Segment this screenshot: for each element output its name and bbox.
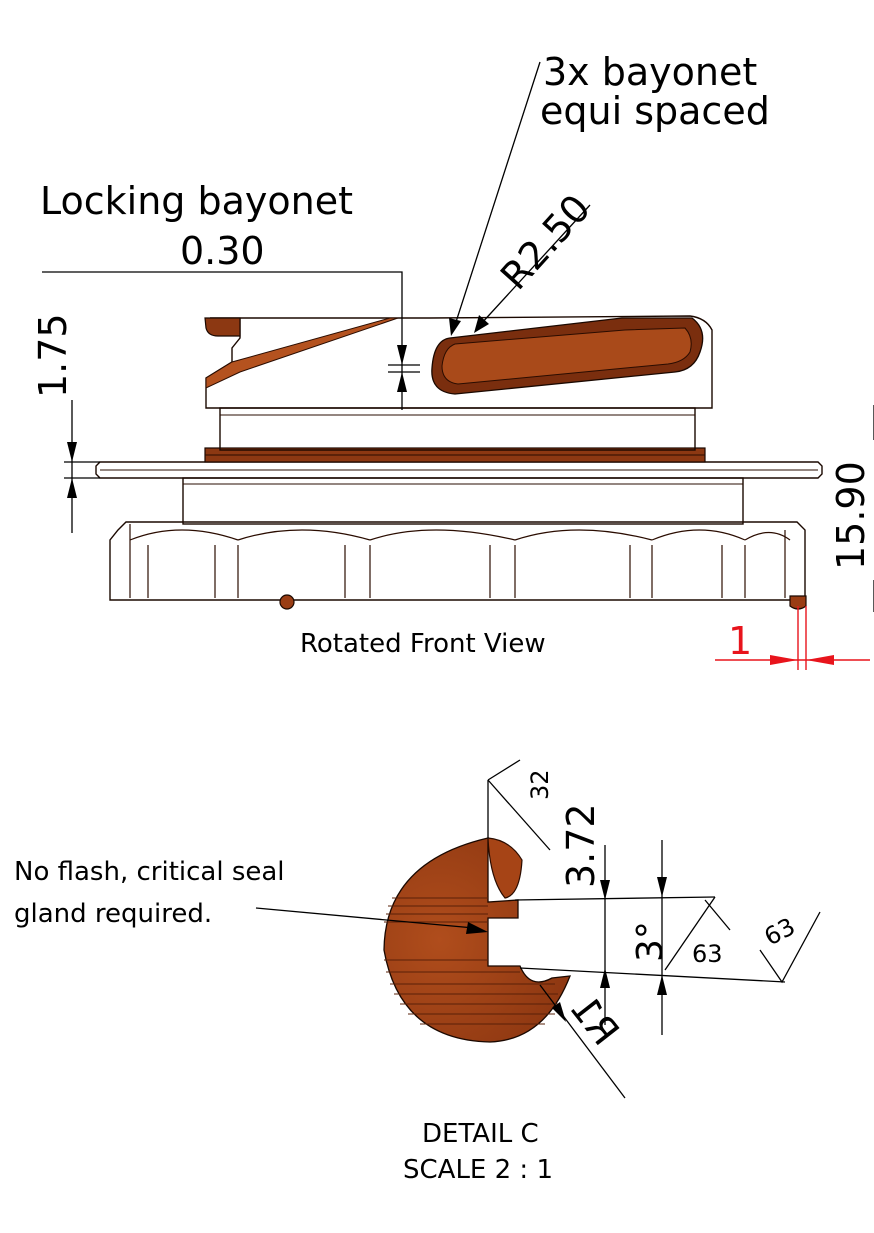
flange-arrow-top <box>67 442 77 462</box>
depth-arrow-bottom <box>600 968 610 988</box>
detail-radius: R1 <box>562 987 628 1054</box>
offset-red-value: 1 <box>728 619 752 663</box>
red-offset-dimension: 1 <box>715 606 870 670</box>
bayonet-note-line2: equi spaced <box>540 89 770 133</box>
finish-63-leg1 <box>664 896 716 971</box>
locking-bayonet-label: Locking bayonet <box>40 179 353 223</box>
detail-stripes <box>384 897 560 1025</box>
angle-arrow-bottom <box>657 975 667 995</box>
finish-32-leg2 <box>487 779 551 851</box>
bayonet-slot-inner <box>441 327 692 385</box>
flash-note-line2: gland required. <box>14 899 212 929</box>
flash-note-line1: No flash, critical seal <box>14 857 285 887</box>
r1-leader <box>539 984 626 1099</box>
bayonet-ramp <box>205 317 399 389</box>
radius-leader <box>479 204 591 326</box>
finish-top: 32 <box>526 769 554 800</box>
flange-arrow-bottom <box>67 478 77 498</box>
finish-63-right-mark <box>759 911 821 984</box>
finish-mid: 63 <box>692 940 723 968</box>
depth-arrow-top <box>600 880 610 900</box>
detail-body <box>383 837 571 1043</box>
red-arrow-left <box>770 655 798 665</box>
flash-leader <box>255 907 475 929</box>
hex-facets <box>129 524 791 598</box>
detail-angle: 3° <box>630 921 671 962</box>
locking-bayonet-leader <box>42 271 403 410</box>
overall-height: 15.90 <box>829 461 873 570</box>
detail-lip <box>487 837 523 899</box>
detail-scale: SCALE 2 : 1 <box>403 1155 553 1185</box>
finish-63-leg2 <box>704 899 731 931</box>
bayonet-note-line1: 3x bayonet <box>543 50 757 94</box>
bayonet-radius: R2.50 <box>492 186 599 298</box>
angle-arrow-top <box>657 877 667 897</box>
upper-cylinder <box>219 407 696 451</box>
flash-arrow <box>466 922 488 934</box>
r1-arrow <box>552 1002 566 1022</box>
locking-arrow-bottom <box>397 372 407 392</box>
detail-label: DETAIL C <box>422 1119 539 1149</box>
flange-thickness: 1.75 <box>31 313 75 398</box>
bayonet-tab <box>204 317 241 337</box>
finish-32-leg1 <box>487 759 521 781</box>
front-view-label: Rotated Front View <box>300 629 546 659</box>
locking-bayonet-value: 0.30 <box>180 229 265 273</box>
bayonet-leader <box>454 61 541 326</box>
detail-c-part <box>383 837 571 1043</box>
depth-ext-bottom <box>519 967 786 983</box>
red-arrow-right <box>806 655 834 665</box>
locking-arrow-top <box>397 345 407 365</box>
radius-arrow <box>474 315 489 333</box>
bayonet-ring <box>205 315 713 409</box>
flange <box>95 461 823 479</box>
detail-depth: 3.72 <box>559 803 603 888</box>
middle-cylinder <box>182 477 744 525</box>
depth-ext-top <box>514 896 716 901</box>
bottom-pin-left <box>279 594 295 610</box>
bayonet-leader-arrow <box>449 318 461 336</box>
front-view-part <box>95 315 823 610</box>
finish-right: 63 <box>760 912 800 951</box>
